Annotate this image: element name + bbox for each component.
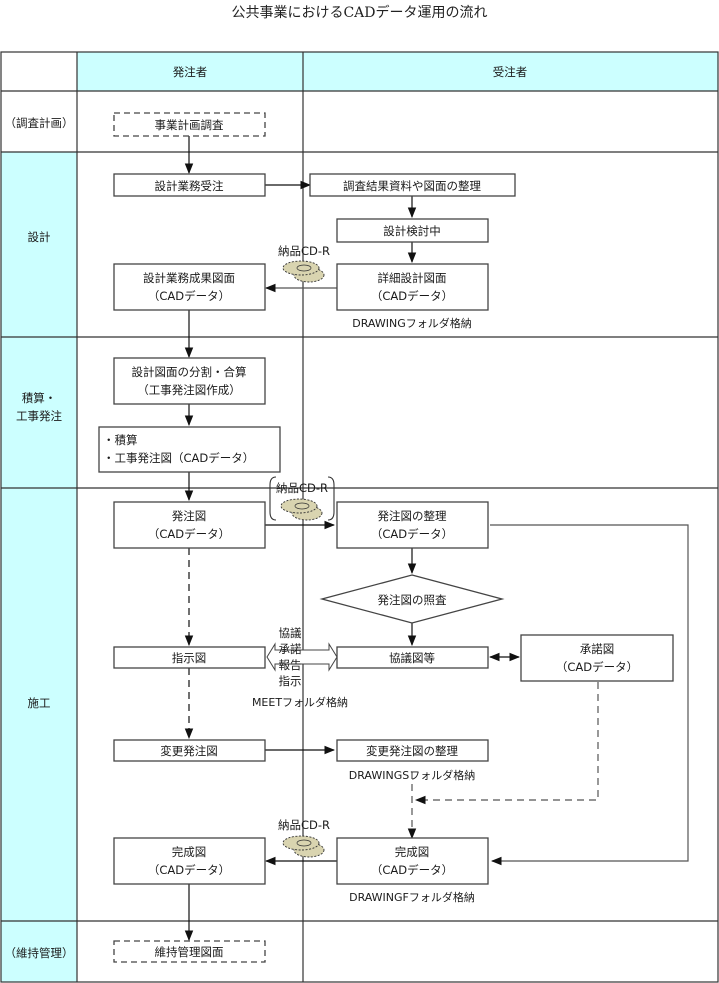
node-label-2: （CADデータ） <box>148 527 230 541</box>
node-label: 変更発注図の整理 <box>366 744 458 758</box>
node-design-result: 設計業務成果図面 （CADデータ） <box>113 263 266 311</box>
node-label: 指示図 <box>172 651 207 665</box>
node-label-1: 完成図 <box>172 845 207 859</box>
node-label-2: （CADデータ） <box>371 863 453 877</box>
drawingf-folder-label: DRAWINGFフォルダ格納 <box>349 890 475 904</box>
node-label-1: 設計図面の分割・合算 <box>132 365 247 379</box>
node-label: 事業計画調査 <box>155 118 224 132</box>
node-label-2: （CADデータ） <box>371 289 453 303</box>
node-survey-organize: 調査結果資料や図面の整理 <box>309 173 516 197</box>
phase-estimate-label-1: 積算・ <box>22 391 57 405</box>
node-consult: 協議図等 <box>336 646 489 669</box>
exchange-double-arrow <box>266 642 338 672</box>
node-order-drawing: 発注図 （CADデータ） <box>113 501 266 549</box>
exchange-label-1: 協議 <box>279 626 302 640</box>
phase-design-fill <box>1 152 77 337</box>
node-label-1: 発注図の整理 <box>378 509 447 523</box>
phase-survey-label: （調査計画） <box>5 116 74 130</box>
node-detail-design: 詳細設計図面 （CADデータ） <box>336 263 489 311</box>
connectors <box>184 136 689 942</box>
node-label: 調査結果資料や図面の整理 <box>343 179 481 193</box>
cd-icon <box>280 498 323 521</box>
exchange-label-3: 報告 <box>279 658 302 672</box>
cdr-label-complete: 納品CD-R <box>278 818 330 832</box>
node-order-check: 発注図の照査 <box>319 574 505 624</box>
node-estimate: ・積算 ・工事発注図（CADデータ） <box>98 426 281 473</box>
arrow-approval-to-complete <box>414 682 599 805</box>
node-change-organize: 変更発注図の整理 <box>336 739 489 762</box>
node-order-organize: 発注図の整理 （CADデータ） <box>336 501 489 549</box>
node-label-2: （CADデータ） <box>148 289 230 303</box>
node-label: 協議図等 <box>389 651 435 665</box>
node-maintenance-drawing: 維持管理図面 <box>113 940 266 963</box>
node-label: 設計業務受注 <box>155 179 224 193</box>
node-label: 設計検討中 <box>383 224 441 238</box>
node-label-2: ・工事発注図（CADデータ） <box>103 451 254 465</box>
header-contractor: 受注者 <box>493 65 528 79</box>
node-label-2: （CADデータ） <box>556 660 638 674</box>
node-change-order: 変更発注図 <box>113 739 266 762</box>
diagram-title: 公共事業におけるCADデータ運用の流れ <box>231 5 488 21</box>
phase-design-label: 設計 <box>28 230 51 244</box>
drawings-folder-label: DRAWINGSフォルダ格納 <box>349 768 475 782</box>
bracket-icon <box>269 476 335 521</box>
node-complete-contractor: 完成図 （CADデータ） <box>336 837 489 885</box>
node-approval: 承諾図 （CADデータ） <box>520 634 674 682</box>
phase-construction-fill <box>1 488 77 921</box>
node-survey-plan: 事業計画調査 <box>113 112 266 137</box>
node-label-2: （CADデータ） <box>371 527 453 541</box>
phase-estimate-fill <box>1 337 77 488</box>
drawing-folder-label: DRAWINGフォルダ格納 <box>352 316 471 330</box>
exchange-label-4: 指示 <box>279 674 302 688</box>
phase-maintenance-label: （維持管理） <box>5 946 74 960</box>
node-complete-orderer: 完成図 （CADデータ） <box>113 837 266 885</box>
node-label-1: 発注図 <box>172 509 207 523</box>
node-label: 発注図の照査 <box>378 593 447 607</box>
node-label-1: 設計業務成果図面 <box>143 271 235 285</box>
arrow-order-org-to-complete <box>490 524 689 866</box>
meet-folder-label: MEETフォルダ格納 <box>252 695 348 709</box>
exchange-label-2: 承諾 <box>279 642 302 656</box>
cdr-label-order: 納品CD-R <box>276 481 328 495</box>
node-label-1: ・積算 <box>103 433 138 447</box>
phase-construction-label: 施工 <box>28 696 51 710</box>
node-instruction: 指示図 <box>113 646 266 669</box>
cd-icon <box>282 260 325 283</box>
phase-estimate-label-2: 工事発注 <box>16 409 62 423</box>
cd-icon <box>282 835 325 858</box>
cdr-label-design: 納品CD-R <box>278 244 330 258</box>
node-label-2: （CADデータ） <box>148 863 230 877</box>
node-label-2: （工事発注図作成） <box>137 383 241 397</box>
header-row-fill <box>77 52 718 91</box>
node-split: 設計図面の分割・合算 （工事発注図作成） <box>113 357 266 405</box>
node-design-review: 設計検討中 <box>336 218 489 243</box>
node-label: 変更発注図 <box>160 744 218 758</box>
node-label: 維持管理図面 <box>155 945 224 959</box>
header-orderer: 発注者 <box>173 65 208 79</box>
node-label-1: 詳細設計図面 <box>378 271 447 285</box>
node-design-order: 設計業務受注 <box>113 173 266 197</box>
node-label-1: 完成図 <box>395 845 430 859</box>
node-label-1: 承諾図 <box>580 642 615 656</box>
phase-maintenance-fill <box>1 921 77 982</box>
